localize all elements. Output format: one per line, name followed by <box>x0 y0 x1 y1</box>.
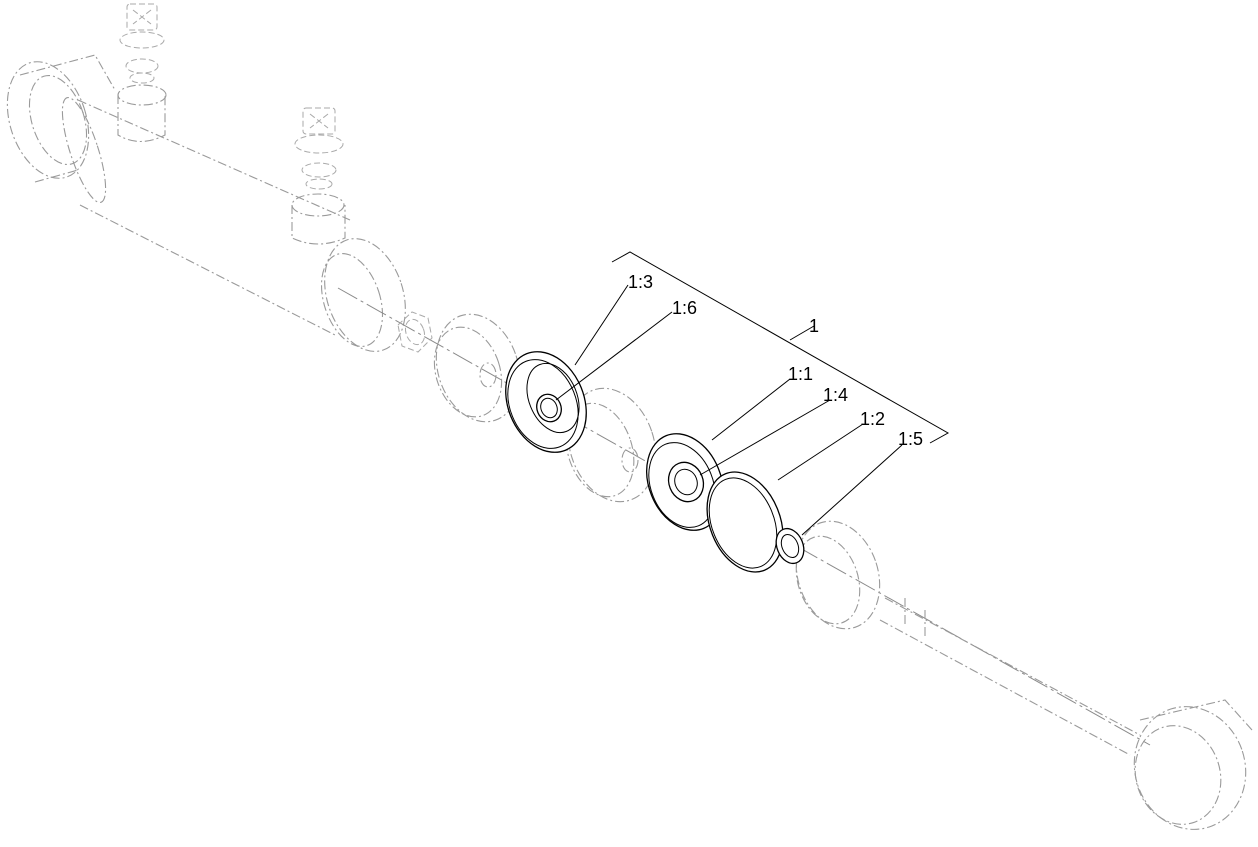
callout-1-6: 1:6 <box>672 298 697 318</box>
callout-1-1: 1:1 <box>788 364 813 384</box>
leader-1-6 <box>555 311 673 401</box>
leader-1-2 <box>777 423 864 481</box>
gland-phantom <box>795 520 881 630</box>
callout-1-2: 1:2 <box>860 409 885 429</box>
callout-1-4: 1:4 <box>823 385 848 405</box>
leader-1-4 <box>699 399 831 476</box>
piston-front-phantom <box>433 313 521 423</box>
leader-1 <box>789 325 815 341</box>
assembly-bracket <box>611 251 950 444</box>
piston-rod-phantom <box>879 597 1253 830</box>
seal-part-1-6[interactable] <box>533 391 566 426</box>
seal-part-1-4[interactable] <box>663 457 710 507</box>
callout-1-5: 1:5 <box>898 429 923 449</box>
leader-1-5 <box>801 444 903 536</box>
callout-1: 1 <box>809 316 819 336</box>
port-fittings-phantom <box>119 3 344 190</box>
seal-part-1-5[interactable] <box>771 524 809 567</box>
callout-1-3: 1:3 <box>628 272 653 292</box>
seal-part-1-2[interactable] <box>693 461 797 584</box>
leader-1-1 <box>711 378 791 441</box>
piston-nut-phantom <box>397 311 433 353</box>
leader-1-3 <box>574 284 629 366</box>
cylinder-barrel-phantom <box>6 54 406 352</box>
